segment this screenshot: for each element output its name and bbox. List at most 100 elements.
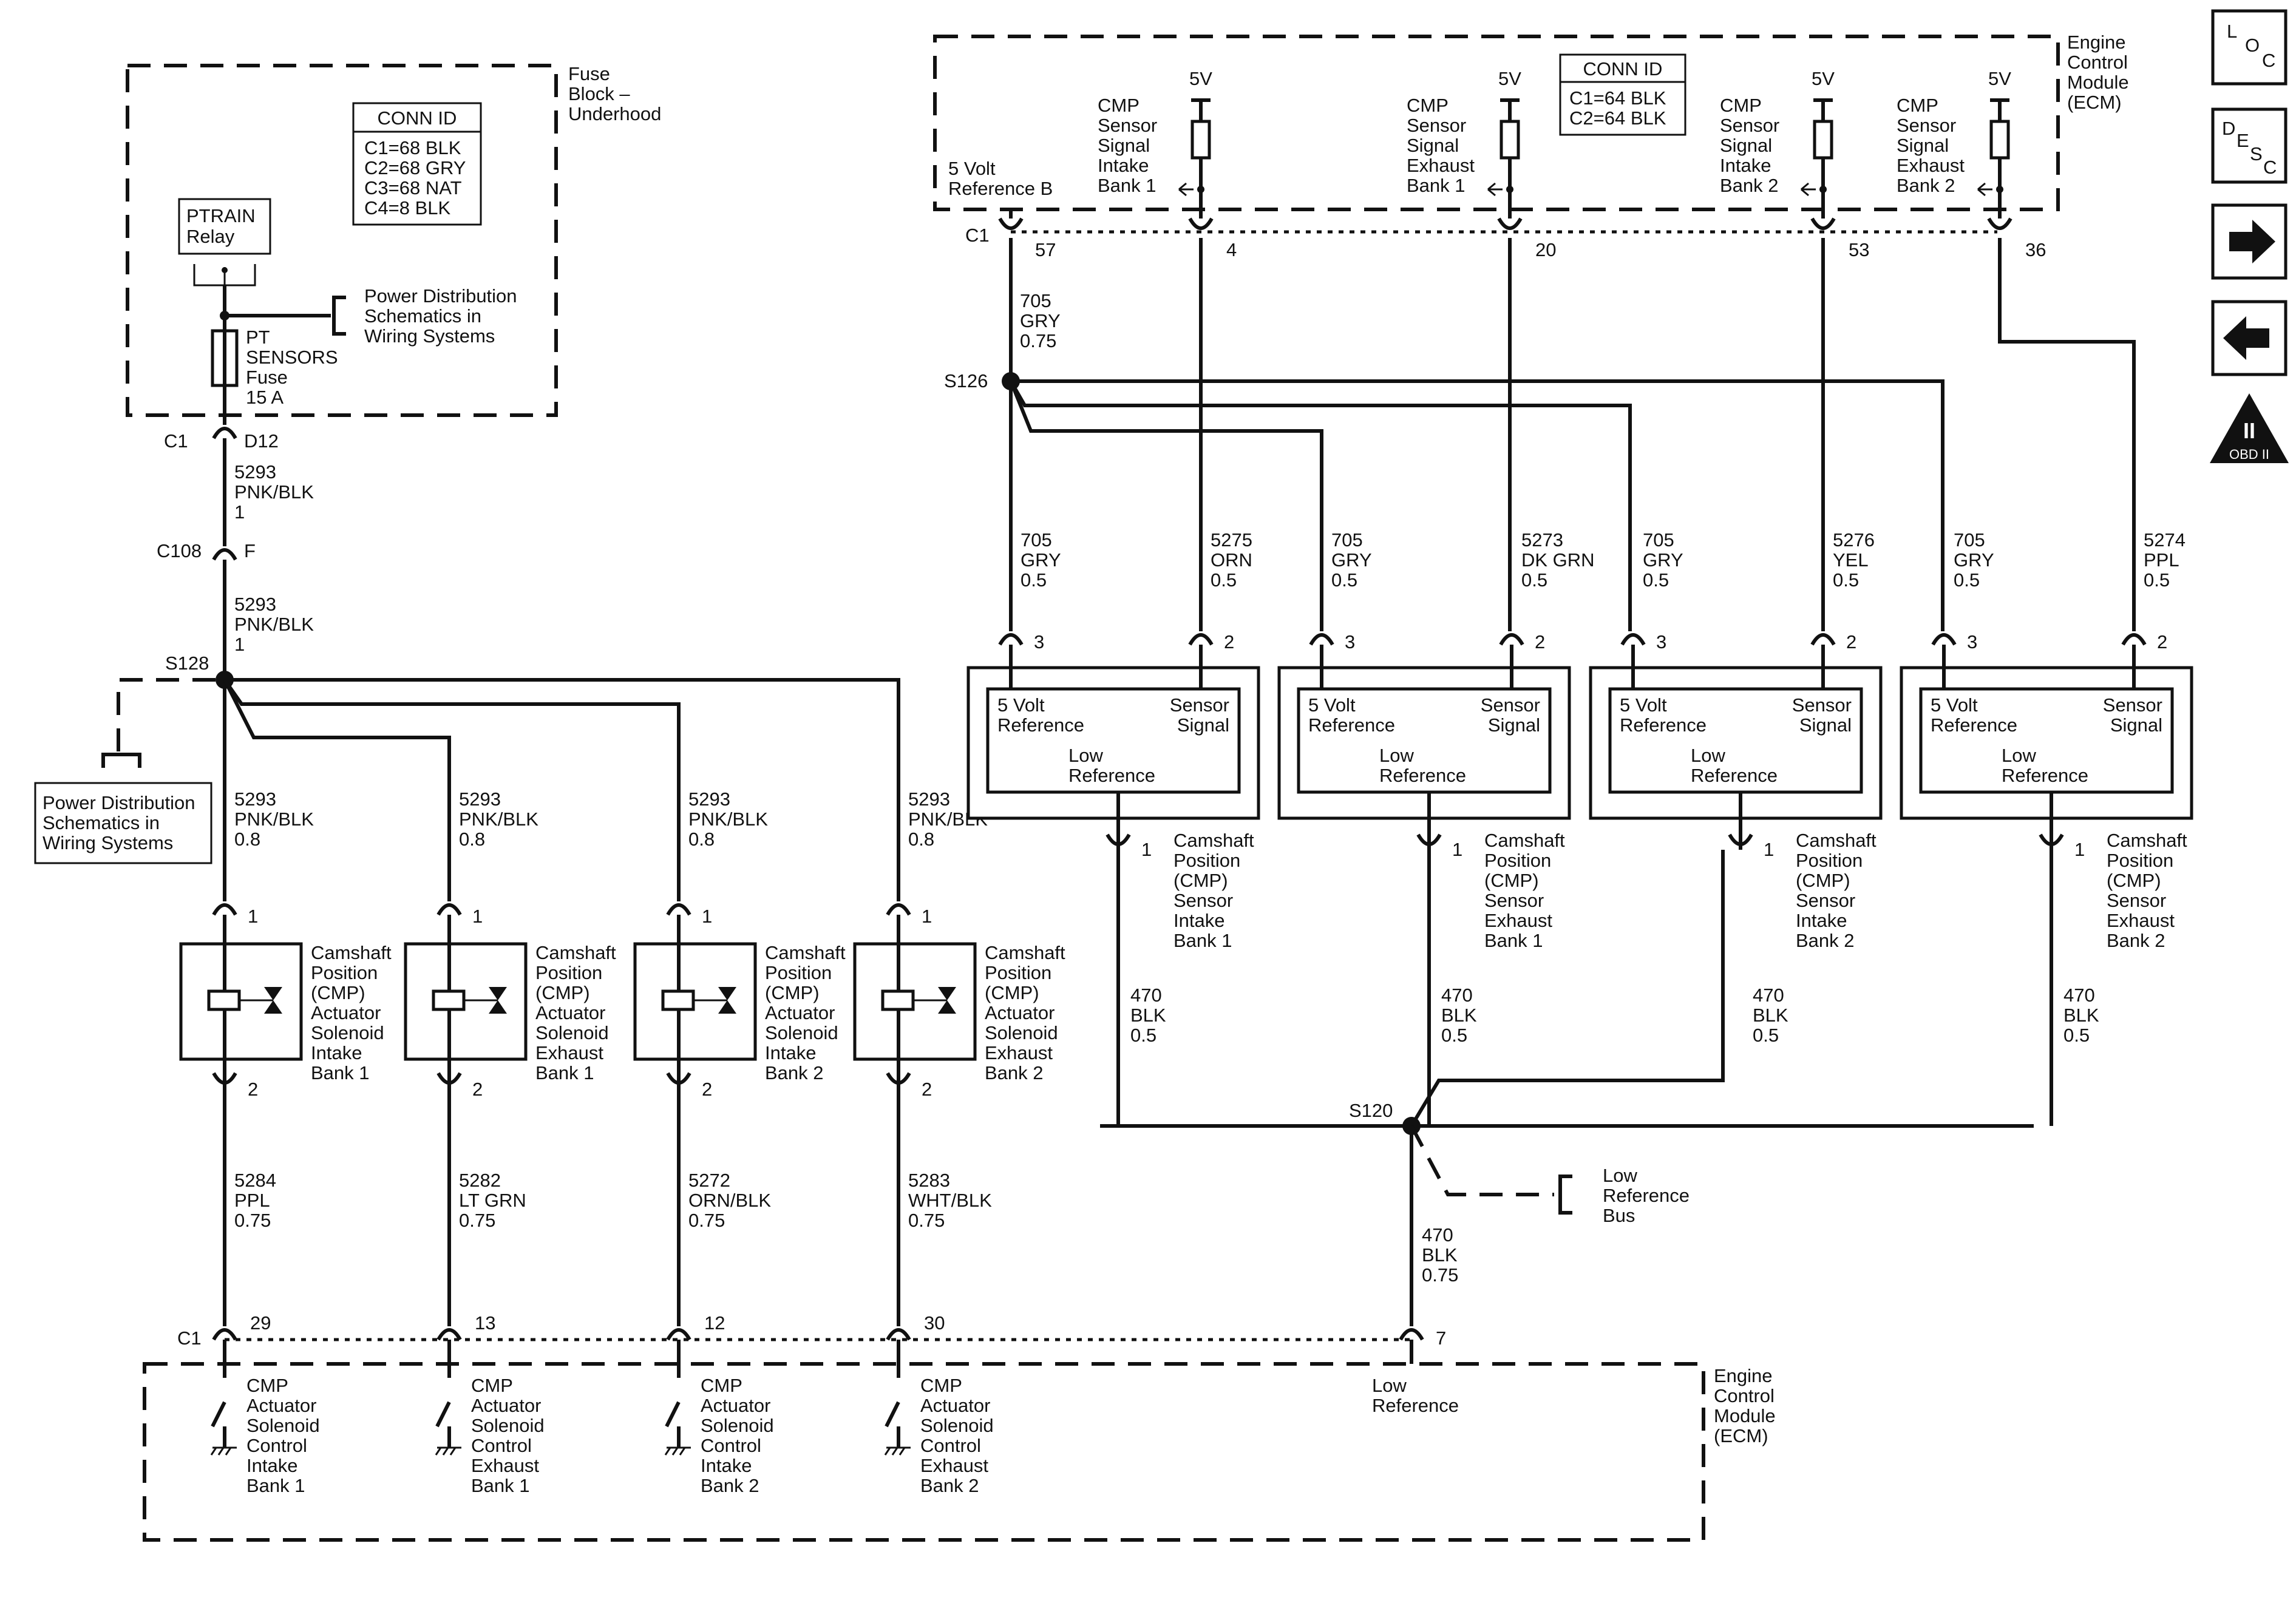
solenoid-pin-out: 2 (248, 1079, 258, 1100)
ptrain-relay: PTRAIN Relay (178, 198, 271, 286)
ground-icon (210, 1446, 237, 1456)
ecm-signal-pin: 20 (1535, 239, 1556, 260)
nav-forward-button[interactable] (2211, 203, 2288, 280)
sensor-pin-low: 1 (1141, 839, 1152, 860)
solenoid-pin-in: 1 (248, 906, 258, 927)
ground-icon (435, 1446, 461, 1456)
ground-icon (664, 1446, 691, 1456)
svg-text:S120: S120 (1349, 1100, 1393, 1121)
svg-text:C4=8 BLK: C4=8 BLK (364, 197, 451, 219)
svg-text:C2=68 GRY: C2=68 GRY (364, 157, 466, 178)
svg-text:OBD II: OBD II (2229, 447, 2269, 462)
solenoid-pin-out: 2 (472, 1079, 483, 1100)
nav-desc-button[interactable]: D E S C (2211, 107, 2288, 184)
right-arrow-icon (2229, 220, 2275, 263)
supply-5v: 5V (1189, 68, 1212, 89)
sensor-pin-low: 1 (1452, 839, 1462, 860)
pullup-resistor-icon (1190, 120, 1211, 160)
sensor-pin-sig: 2 (1535, 631, 1545, 653)
ecm-pin: 13 (475, 1312, 495, 1334)
svg-text:7: 7 (1436, 1327, 1446, 1349)
ecm-pin: 29 (250, 1312, 271, 1334)
pullup-resistor-icon (1813, 120, 1833, 160)
svg-text:F: F (244, 540, 256, 561)
sensor-pin-sig: 2 (1846, 631, 1856, 653)
nav-back-button[interactable] (2211, 300, 2288, 376)
svg-text:PTRAIN: PTRAIN (186, 205, 256, 226)
sensor-pin-ref: 3 (1656, 631, 1666, 653)
svg-text:S128: S128 (165, 653, 209, 674)
supply-5v: 5V (1498, 68, 1521, 89)
left-arrow-icon (2223, 316, 2269, 360)
svg-text:D12: D12 (244, 430, 279, 452)
solenoid-coil-icon (661, 989, 695, 1011)
ecm-pin: 30 (924, 1312, 945, 1334)
supply-5v: 5V (1812, 68, 1835, 89)
ecm-signal-pin: 53 (1849, 239, 1869, 260)
solenoid-pin-out: 2 (702, 1079, 712, 1100)
obd-ii-icon[interactable]: II OBD II (2210, 393, 2289, 463)
ecm-pin: 12 (704, 1312, 725, 1334)
svg-text:CONN ID: CONN ID (378, 107, 457, 129)
svg-text:C1=68 BLK: C1=68 BLK (364, 137, 461, 158)
pullup-resistor-icon (1500, 120, 1520, 160)
svg-text:L: L (2227, 21, 2237, 42)
sensor-pin-low: 1 (2074, 839, 2085, 860)
svg-text:C1: C1 (177, 1327, 202, 1349)
solenoid-pin-in: 1 (472, 906, 483, 927)
nav-loc-button[interactable]: L O C (2211, 9, 2288, 86)
fuse-conn-id-table: CONN ID C1=68 BLK C2=68 GRY C3=68 NAT C4… (352, 102, 482, 226)
sensor-pin-sig: 2 (2157, 631, 2167, 653)
